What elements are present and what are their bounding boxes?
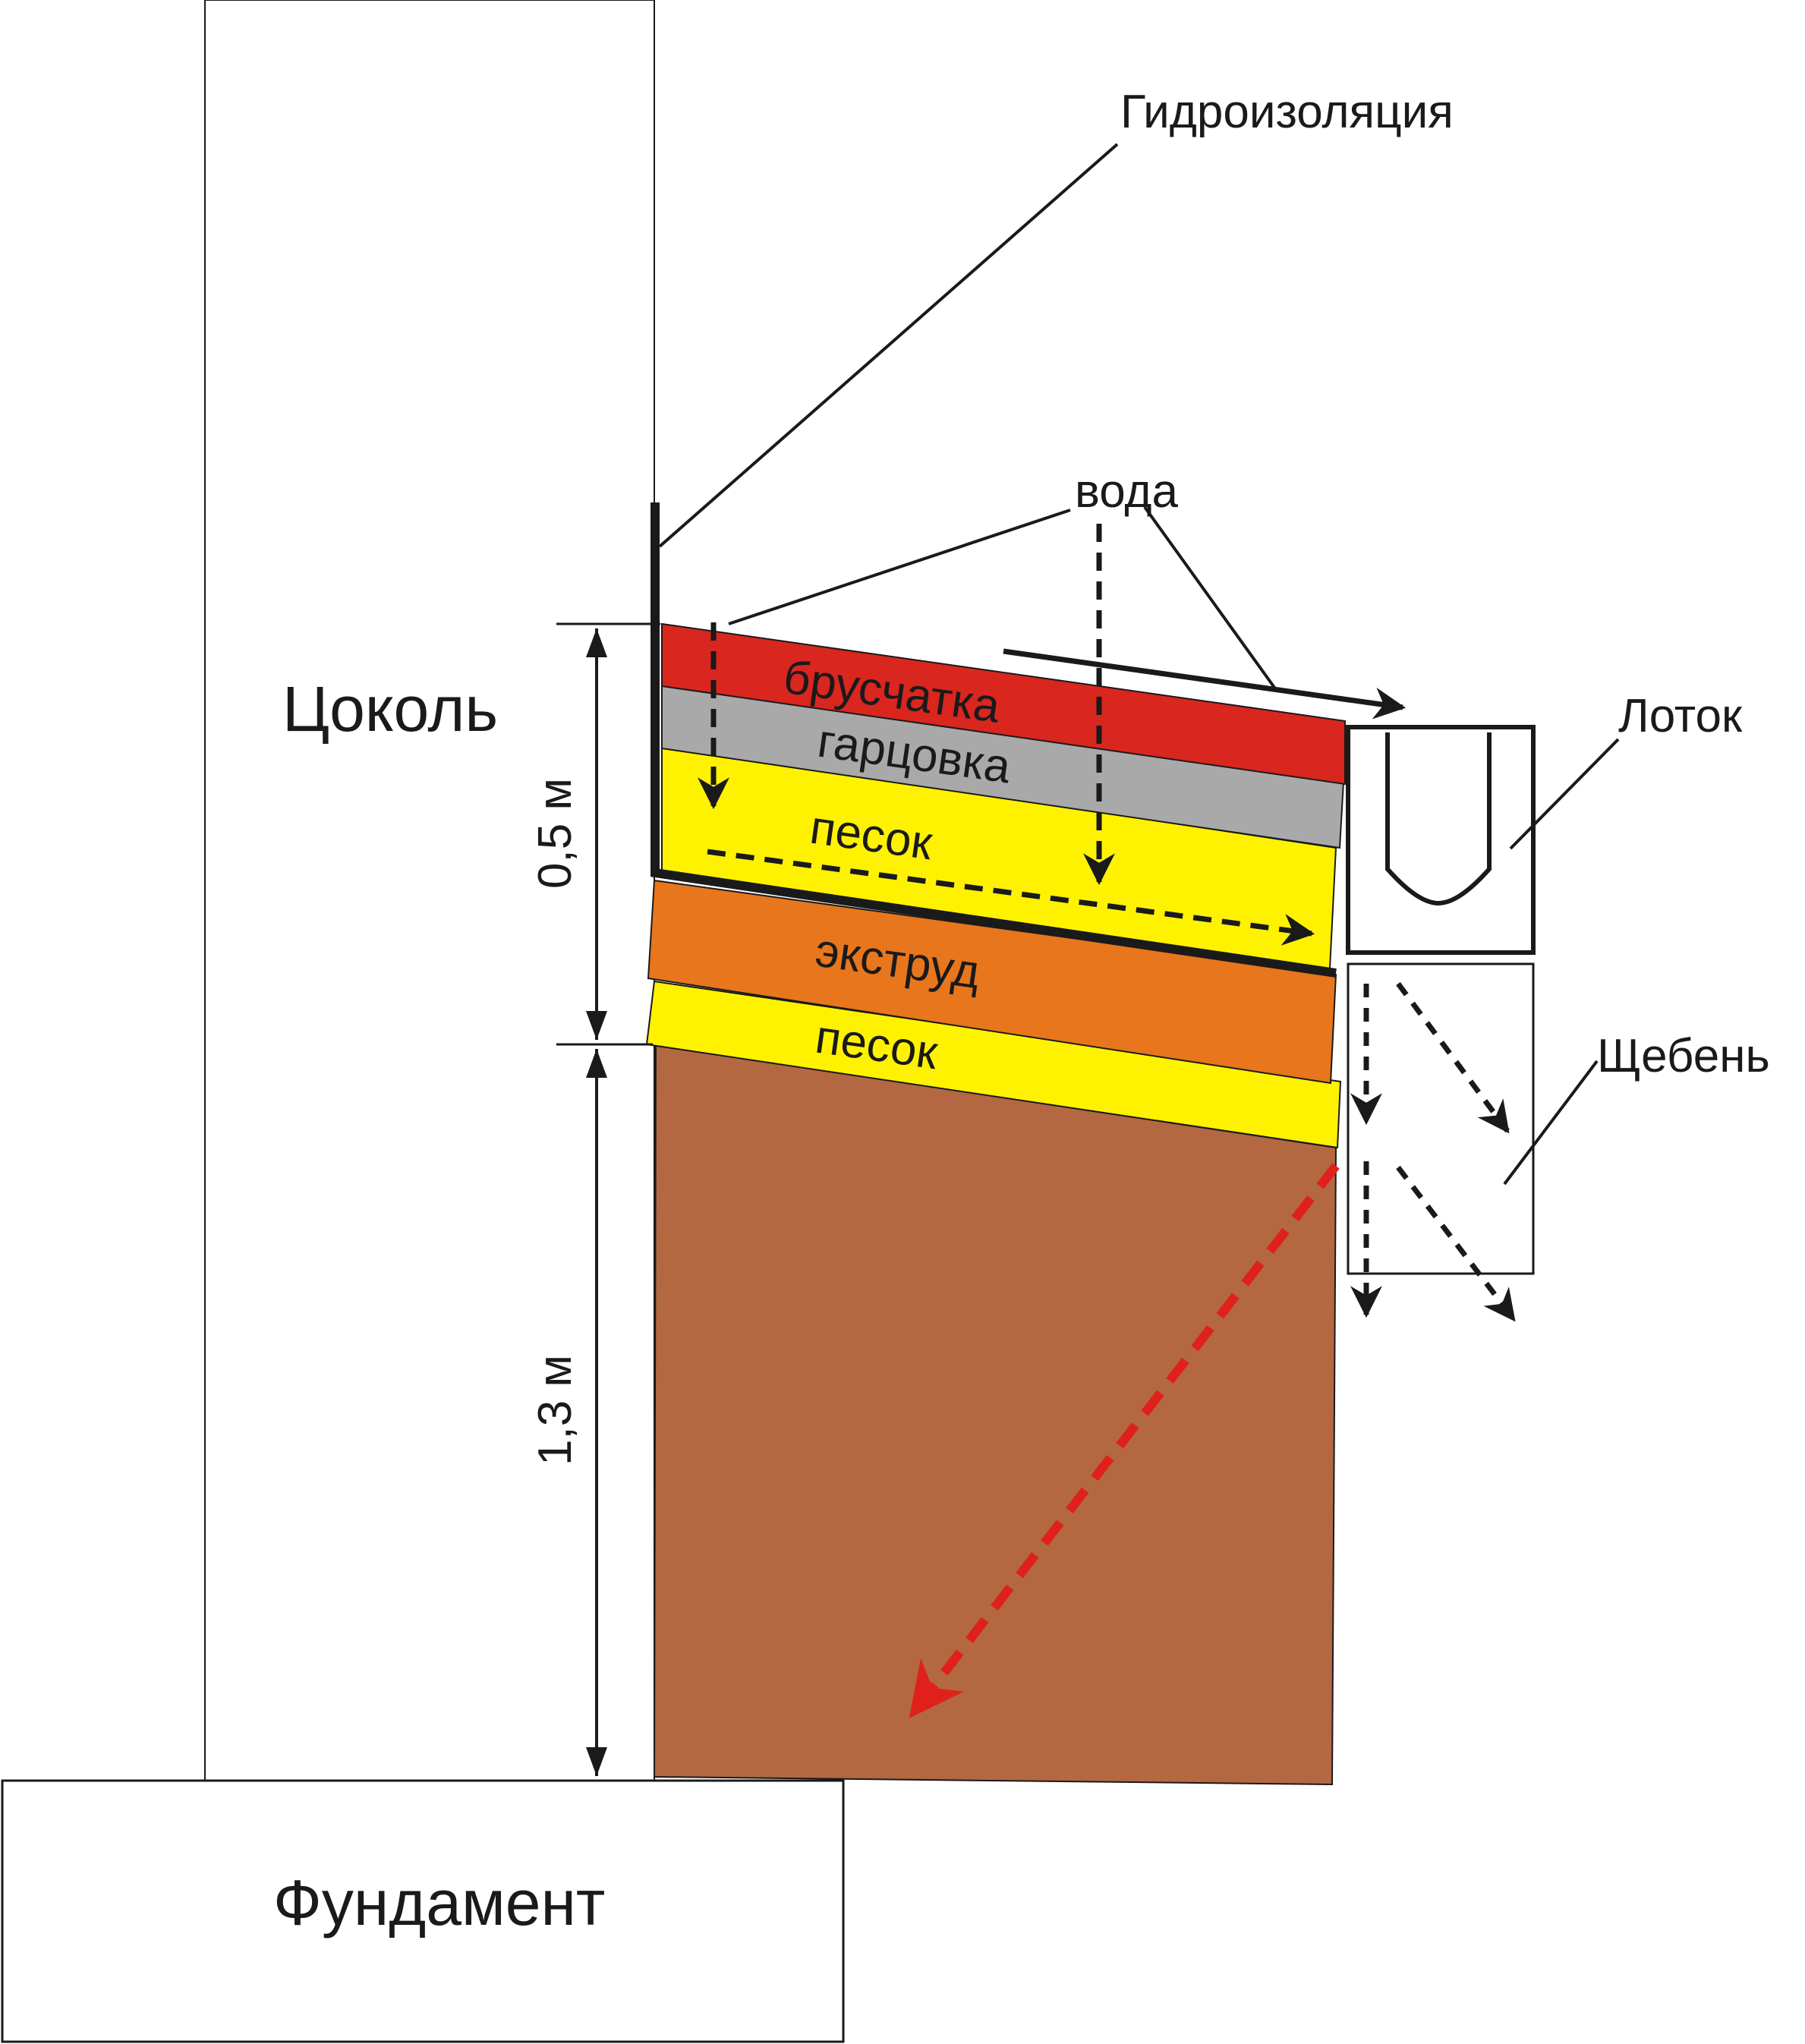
foundation-label: Фундамент xyxy=(273,1867,605,1938)
waterproofing-leader xyxy=(658,143,1119,548)
gravel-label: Щебень xyxy=(1597,1030,1770,1082)
gravel-arrow-2 xyxy=(1396,981,1510,1134)
tray-label: Лоток xyxy=(1618,690,1743,742)
waterproofing-label: Гидроизоляция xyxy=(1120,86,1454,138)
water-leader-right xyxy=(1143,505,1278,692)
waterproofing-membrane xyxy=(650,502,1337,978)
paving-layer xyxy=(661,622,1346,786)
tray-leader xyxy=(1509,738,1620,850)
gravel-leader xyxy=(1503,1060,1599,1186)
water-leader-left xyxy=(728,509,1071,625)
dim-bottom-arrow-end xyxy=(586,1747,607,1776)
soil-drain-arrow xyxy=(909,1163,1340,1718)
dim-top-arrow-start xyxy=(586,628,607,657)
soil-layer xyxy=(653,1044,1337,1786)
membrane-flow-arrow xyxy=(707,849,1315,946)
surface-water-arrow xyxy=(1003,648,1407,720)
dim-bottom-label: 1,3 м xyxy=(529,1355,581,1466)
dim-top-label: 0,5 м xyxy=(529,778,581,889)
water-label: вода xyxy=(1075,465,1179,518)
dim-top-arrow-end xyxy=(586,1011,607,1040)
gravel-arrow-4 xyxy=(1396,1165,1516,1322)
drain-tray-channel xyxy=(1385,732,1492,906)
plinth-label: Цоколь xyxy=(282,673,498,745)
dim-bottom-arrow-start xyxy=(586,1049,607,1078)
drain-tray xyxy=(1346,725,1536,955)
foundation-block xyxy=(1,1779,845,2043)
plinth-wall xyxy=(204,0,655,1781)
